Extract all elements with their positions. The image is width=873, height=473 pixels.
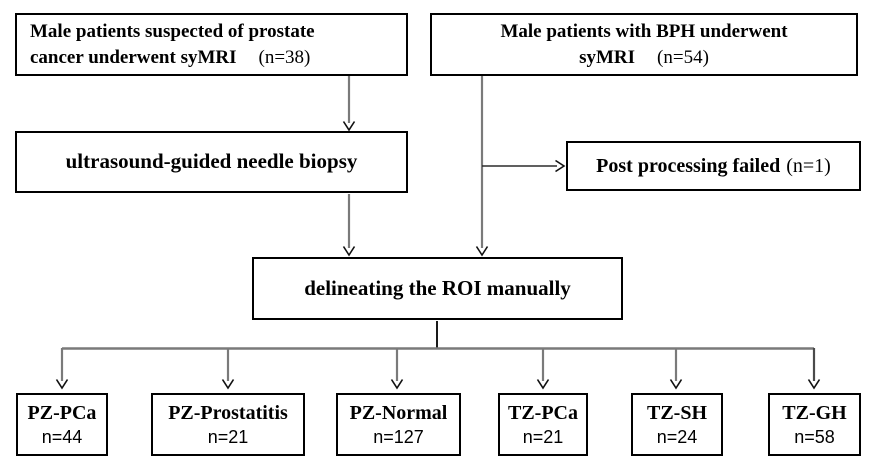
arrow-bph-to-roi: [475, 76, 489, 257]
outcome-count: n=24: [656, 426, 698, 447]
arrow-biopsy-to-roi: [342, 194, 356, 257]
box-suspected-count: (n=38): [258, 46, 311, 68]
box-bph-count: (n=54): [657, 46, 709, 68]
outcome-count: n=21: [522, 426, 564, 447]
arrow-to-pz-prostatitis: [221, 348, 235, 390]
outcome-box-pz-pca: PZ-PCa n=44: [16, 393, 108, 456]
arrow-to-pz-normal: [390, 348, 404, 390]
outcome-box-tz-pca: TZ-PCa n=21: [498, 393, 588, 456]
outcome-box-tz-sh: TZ-SH n=24: [631, 393, 723, 456]
box-roi-delineation: delineating the ROI manually: [252, 257, 623, 320]
arrow-to-pz-pca: [55, 348, 69, 390]
outcome-label: PZ-Normal: [349, 401, 448, 424]
box-needle-biopsy: ultrasound-guided needle biopsy: [15, 131, 408, 193]
outcome-count: n=21: [207, 426, 249, 447]
box-roi-label: delineating the ROI manually: [304, 275, 571, 300]
box-postfail-count: (n=1): [786, 154, 831, 177]
box-postfail-label: Post processing failed: [596, 154, 781, 177]
box-bph-line1: Male patients with BPH underwent: [500, 21, 788, 43]
outcome-label: TZ-PCa: [508, 401, 578, 424]
arrow-to-tz-pca: [536, 348, 550, 390]
arrow-to-tz-sh: [669, 348, 683, 390]
box-suspected-line2: cancer underwent syMRI(n=38): [30, 46, 311, 68]
outcome-box-tz-gh: TZ-GH n=58: [768, 393, 861, 456]
outcome-label: PZ-Prostatitis: [168, 401, 288, 424]
outcome-count: n=127: [373, 426, 424, 447]
box-bph-line2: syMRI(n=54): [579, 46, 709, 68]
box-postprocessing-failed: Post processing failed(n=1): [566, 141, 861, 191]
arrow-to-tz-gh: [807, 348, 821, 390]
outcome-label: TZ-GH: [782, 401, 847, 424]
outcome-box-pz-normal: PZ-Normal n=127: [336, 393, 461, 456]
box-suspected-patients: Male patients suspected of prostate canc…: [15, 13, 408, 76]
outcome-count: n=58: [794, 426, 835, 447]
outcome-box-pz-prostatitis: PZ-Prostatitis n=21: [151, 393, 305, 456]
box-biopsy-label: ultrasound-guided needle biopsy: [65, 149, 358, 174]
arrow-suspected-to-biopsy: [342, 76, 356, 132]
box-bph-patients: Male patients with BPH underwent syMRI(n…: [430, 13, 858, 76]
outcome-count: n=44: [41, 426, 83, 447]
box-suspected-line1: Male patients suspected of prostate: [30, 21, 315, 43]
outcome-label: TZ-SH: [646, 401, 708, 424]
arrow-bph-to-postfail: [482, 159, 566, 173]
outcome-label: PZ-PCa: [27, 401, 97, 424]
